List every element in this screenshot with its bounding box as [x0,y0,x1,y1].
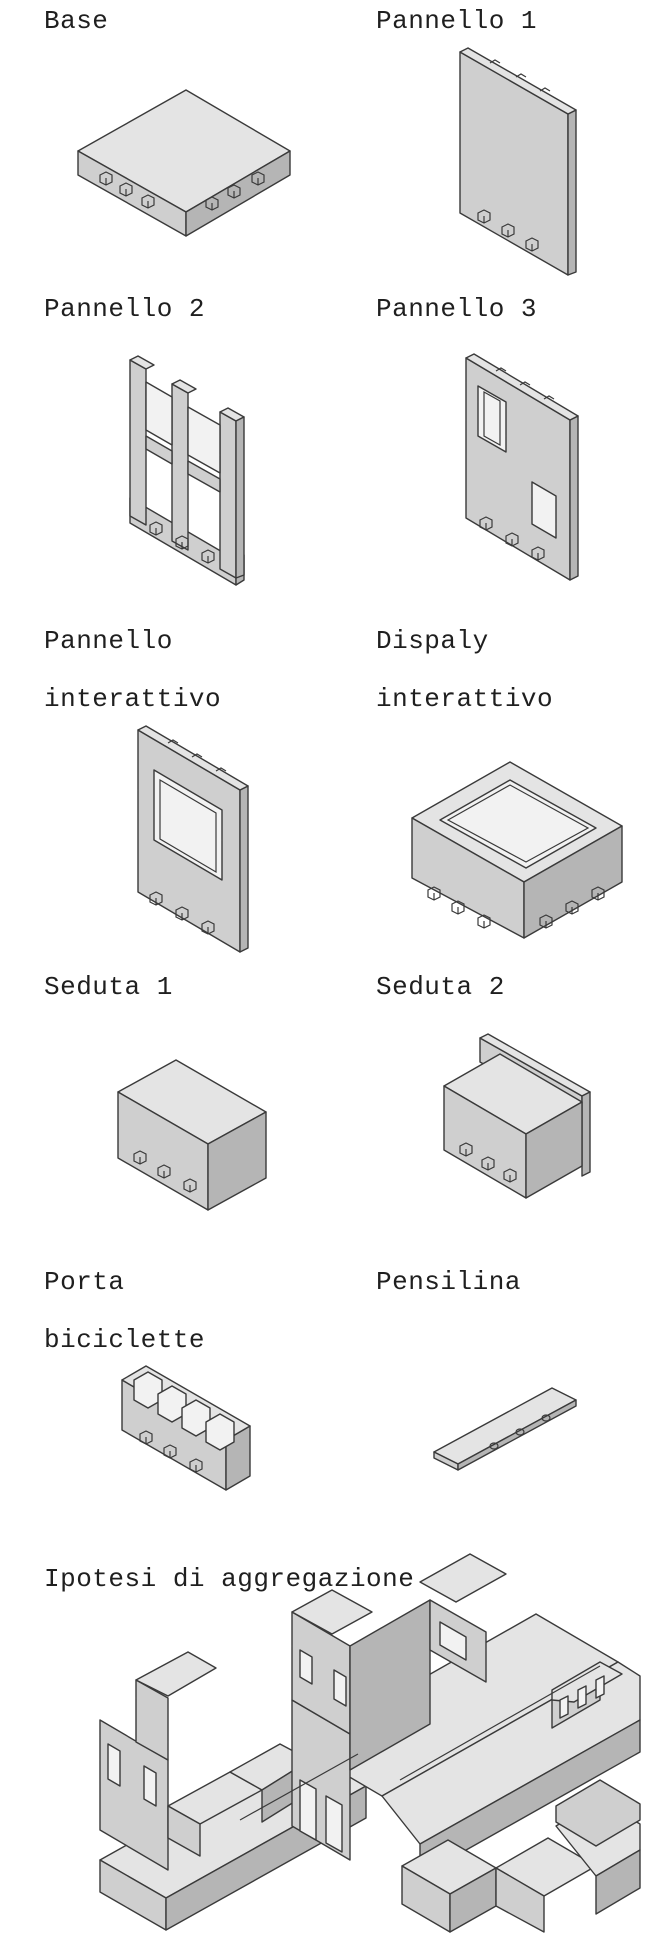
porta-biciclette-drawing [121,1365,251,1491]
seduta-2-drawing [443,1033,591,1199]
base-module-drawing [77,89,291,237]
label-display-interattivo: Dispaly interattivo [376,626,554,714]
pannello-1-drawing [459,47,577,276]
label-porta-biciclette: Porta biciclette [44,1267,206,1355]
pensilina-drawing [433,1387,577,1471]
label-seduta-1: Seduta 1 [44,972,173,1002]
label-pannello-3: Pannello 3 [376,294,538,324]
label-pannello-2: Pannello 2 [44,294,206,324]
display-interattivo-drawing [411,761,623,939]
seduta-1-drawing [117,1059,267,1211]
label-base: Base [44,6,109,36]
label-pensilina: Pensilina [376,1267,521,1297]
label-ipotesi-aggregazione: Ipotesi di aggregazione [44,1564,415,1594]
label-seduta-2: Seduta 2 [376,972,505,1002]
label-pannello-1: Pannello 1 [376,6,538,36]
pannello-2-drawing [129,355,245,586]
pannello-3-drawing [465,353,579,581]
pannello-interattivo-drawing [137,725,249,953]
label-pannello-interattivo: Pannello interattivo [44,626,222,714]
